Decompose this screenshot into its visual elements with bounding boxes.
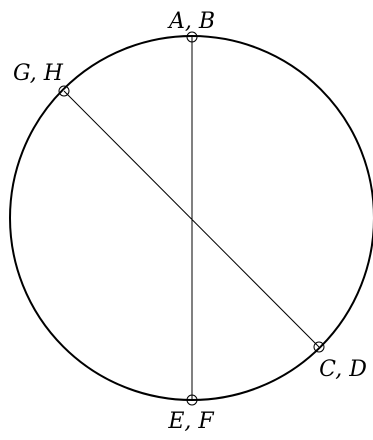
label-ab: A, B bbox=[167, 9, 215, 34]
point-marker-ab bbox=[186, 31, 198, 43]
label-ef: E, F bbox=[167, 409, 214, 434]
label-gh: G, H bbox=[13, 61, 64, 86]
label-cd: C, D bbox=[319, 357, 367, 382]
point-marker-cd bbox=[313, 341, 325, 353]
point-marker-gh bbox=[58, 85, 70, 97]
chord-gh-cd bbox=[63, 90, 320, 348]
point-marker-ef bbox=[186, 394, 198, 406]
